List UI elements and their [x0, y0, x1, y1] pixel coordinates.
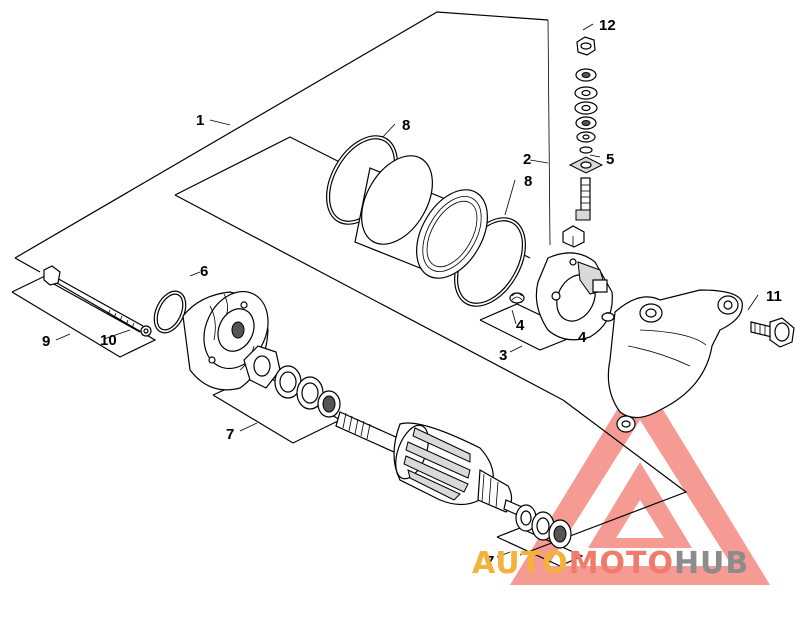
callout-1: 1: [196, 112, 204, 129]
through-bolt: [43, 265, 144, 333]
brush-plate: [535, 252, 613, 341]
callout-9: 9: [42, 333, 50, 350]
callout-10: 10: [100, 332, 117, 349]
watermark-triangle: [510, 372, 770, 585]
callout-12: 12: [599, 17, 616, 34]
callout-7-lower: 7: [486, 553, 494, 570]
watermark-hub: HUB: [673, 546, 750, 581]
callout-3: 3: [499, 347, 507, 364]
callout-labels: 1 2 3 4 4 5 6 7 7 8 8 9 10 11 12: [42, 17, 782, 570]
brush-block: [562, 225, 585, 248]
mounting-bolt: [750, 317, 795, 348]
callout-7-upper: 7: [226, 426, 234, 443]
watermark-logo: AUTOMOTOHUB: [472, 546, 749, 581]
callout-2: 2: [523, 151, 531, 168]
insulator-washer: [568, 156, 604, 174]
end-cover-bracket: [607, 289, 743, 433]
callout-5: 5: [606, 151, 614, 168]
callout-4-right: 4: [578, 329, 587, 346]
shim-washers-lower: [515, 504, 572, 549]
shim-lock-plate: [243, 345, 281, 389]
terminal-bolt: [575, 177, 591, 221]
nut-washer-stack: [574, 36, 598, 154]
brush-spring-right: [601, 312, 615, 322]
callout-8-lower: 8: [524, 173, 532, 190]
armature: [335, 411, 523, 517]
shim-washers-upper: [274, 365, 341, 418]
yoke-housing: [354, 155, 488, 279]
callout-4-left: 4: [516, 317, 525, 334]
watermark-moto: MOTO: [568, 546, 674, 581]
callout-8-upper: 8: [402, 117, 410, 134]
bolt-washer: [140, 325, 152, 337]
callout-11: 11: [766, 288, 782, 305]
watermark-auto: AUTO: [472, 546, 569, 581]
brush-spring-left: [509, 292, 525, 304]
callout-6: 6: [200, 263, 208, 280]
